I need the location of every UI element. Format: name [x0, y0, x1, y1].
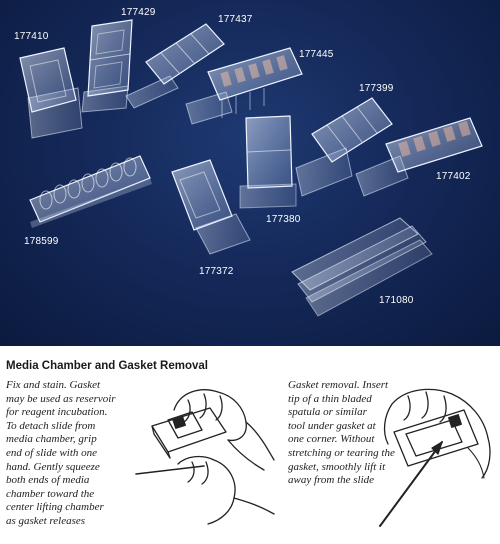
slide-177410	[19, 47, 83, 139]
product-photo: 177410 177429 177437 177445 177399 17740…	[0, 0, 500, 346]
slide-171080	[291, 217, 433, 317]
catalog-number-177372: 177372	[199, 266, 234, 277]
catalog-number-177410: 177410	[14, 31, 49, 42]
slide-178599	[29, 155, 152, 228]
fix-and-stain-instructions: Fix and stain. Gasket may be used as res…	[6, 379, 116, 527]
catalog-number-177402: 177402	[436, 171, 471, 182]
slide-177429	[81, 19, 133, 113]
gasket-removal-instructions: Gasket removal. Insert tip of a thin bla…	[288, 379, 395, 487]
catalog-number-177399: 177399	[359, 83, 394, 94]
slide-177380	[239, 115, 297, 209]
hand-detaching-slide-illustration	[135, 389, 275, 525]
spatula-gasket-removal-illustration	[379, 388, 491, 527]
catalog-number-177437: 177437	[218, 14, 253, 25]
catalog-number-177380: 177380	[266, 214, 301, 225]
slide-177402	[355, 117, 483, 197]
slide-177437	[125, 23, 225, 109]
section-title: Media Chamber and Gasket Removal	[6, 360, 208, 372]
chamber-slides-illustration	[19, 19, 483, 317]
catalog-number-177429: 177429	[121, 7, 156, 18]
catalog-number-171080: 171080	[379, 295, 414, 306]
slide-177445	[185, 47, 303, 125]
catalog-number-177445: 177445	[299, 49, 334, 60]
catalog-number-178599: 178599	[24, 236, 59, 247]
slide-177399	[295, 97, 393, 197]
slide-177372	[171, 159, 251, 255]
